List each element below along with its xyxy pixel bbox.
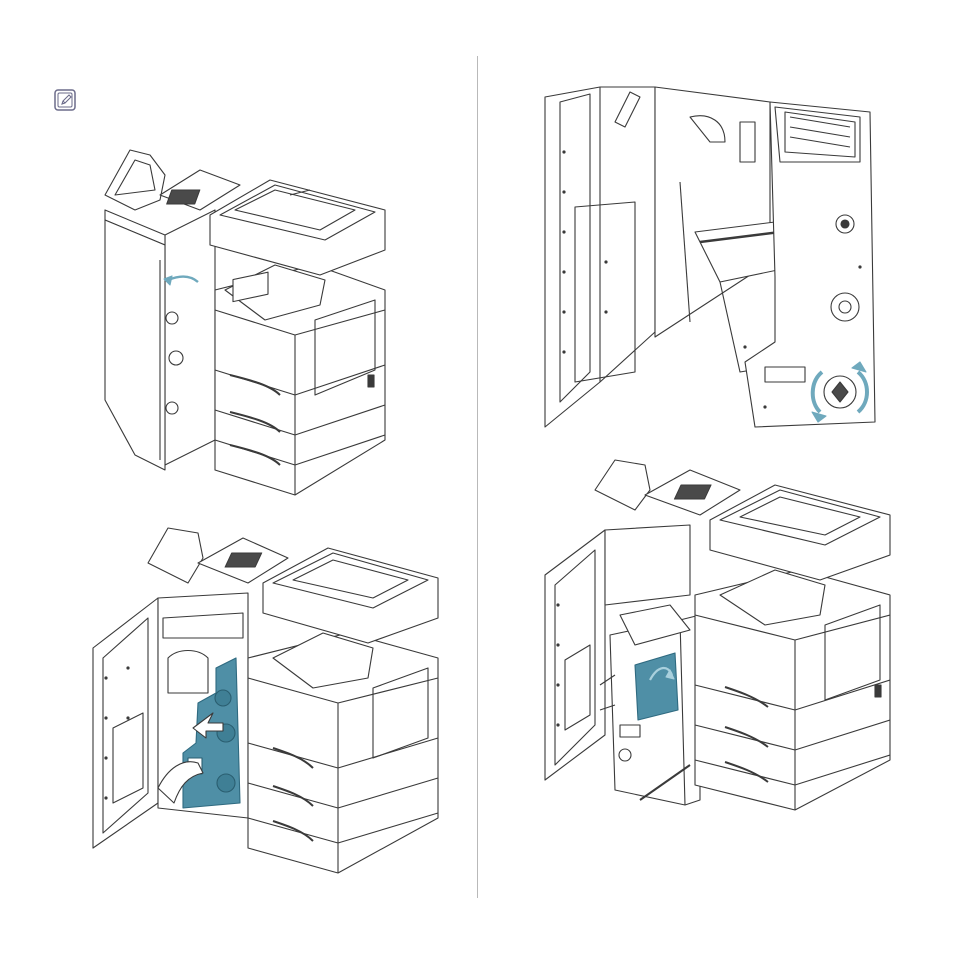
note-pencil-icon [54, 89, 76, 111]
finisher-interior-knob-illustration [540, 82, 885, 437]
finisher-blue-panel-illustration [88, 518, 443, 883]
column-divider [477, 56, 478, 898]
printer-finisher-door-open-illustration [90, 140, 395, 505]
finisher-pulled-out-illustration [540, 455, 895, 815]
